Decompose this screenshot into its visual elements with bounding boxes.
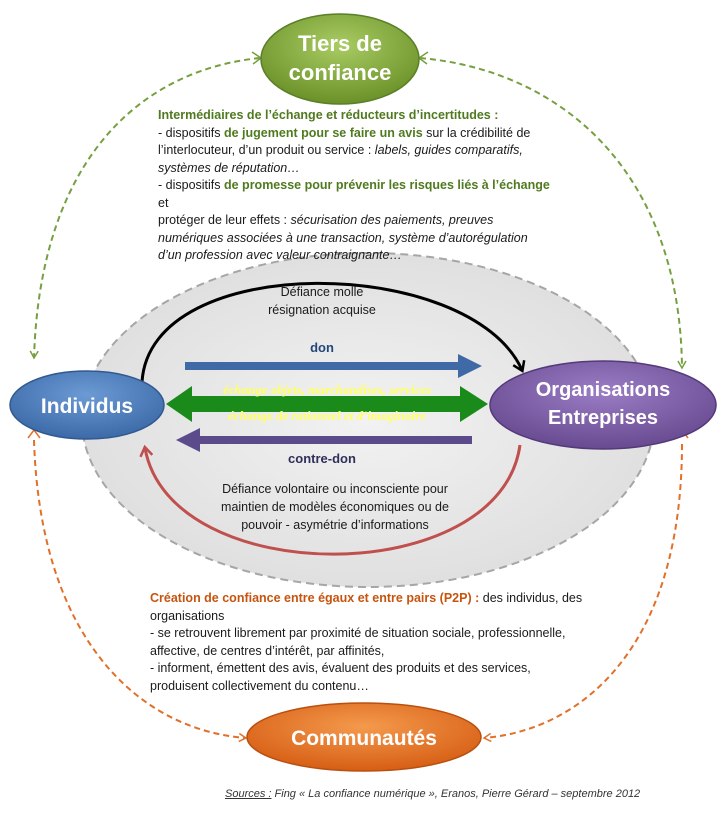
source-text: Fing « La confiance numérique », Eranos,… [271,788,641,800]
arrow-contre-don [176,428,472,452]
node-communautes [246,702,482,772]
label-echange-1: échange objets, marchandises, services [223,382,431,397]
bottom-line-6: produisent collectivement du contenu… [150,678,369,693]
bottom-line-3: - se retrouvent librement par proximité … [150,626,566,640]
node-communautes-label: Communautés [291,727,437,750]
top-line-2: l’interlocuteur, d’un produit ou service… [158,143,523,157]
node-tiers-label-2: confiance [289,60,392,85]
label-contre-don: contre-don [288,451,356,466]
label-defiance-molle: Défiance molle résignation acquise [268,285,376,317]
connector-individus-communautes [33,439,248,743]
connector-tiers-organisations [419,57,687,370]
source-label: Sources : [225,788,272,800]
arrow-echange [166,386,488,422]
connector-organisations-communautes [482,443,683,743]
bottom-description: Création de confiance entre égaux et ent… [150,590,620,695]
source-citation: Sources : Fing « La confiance numérique … [225,788,705,800]
node-organisations-label-2: Entreprises [548,407,658,429]
label-echange-2: échange de rationnel et d’imaginaire [228,408,426,423]
top-heading: Intermédiaires de l’échange et réducteur… [158,108,499,122]
label-don: don [310,340,334,355]
bottom-line-4: affective, de centres d’intérêt, par aff… [150,643,385,658]
top-line-7: d’un profession avec valeur contraignant… [158,248,402,262]
top-line-4: - dispositifs de promesse pour prévenir … [158,178,550,210]
top-line-1: - dispositifs de jugement pour se faire … [158,125,531,140]
node-organisations [489,360,717,450]
arc-defiance-molle [140,281,522,383]
bottom-line-2: organisations [150,608,225,623]
node-tiers-de-confiance [260,13,420,105]
node-tiers-label-1: Tiers de [298,31,382,56]
arrow-don [185,354,482,378]
node-individus-label: Individus [41,395,133,418]
bottom-line-1: Création de confiance entre égaux et ent… [150,591,583,605]
top-line-3: systèmes de réputation… [158,160,300,175]
node-organisations-label-1: Organisations [536,379,670,401]
node-individus [9,370,165,440]
top-line-6: numériques associées à une transaction, … [158,230,528,245]
bottom-line-5: - informent, émettent des avis, évaluent… [150,661,531,675]
arc-defiance-volontaire [145,444,522,556]
top-line-5: protéger de leur effets : sécurisation d… [158,213,494,227]
top-description: Intermédiaires de l’échange et réducteur… [158,107,558,265]
label-defiance-volontaire: Défiance volontaire ou inconsciente pour… [221,482,449,532]
